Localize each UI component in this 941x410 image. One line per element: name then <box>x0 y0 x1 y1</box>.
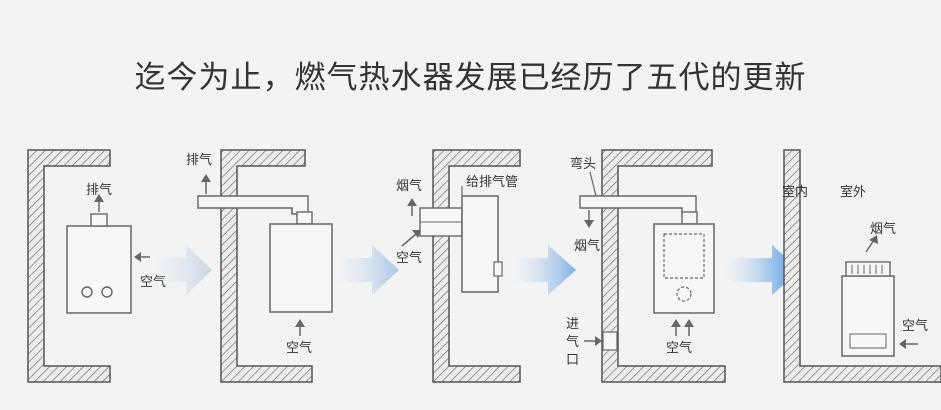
flue-pipe-4 <box>579 195 697 215</box>
progress-arrow-4 <box>725 245 800 295</box>
label-air-4: 空气 <box>666 340 692 356</box>
air-arrowhead-2 <box>295 319 305 327</box>
progress-arrow-2 <box>336 245 399 295</box>
water-heater-3 <box>461 195 499 293</box>
heater-window-4 <box>663 233 705 279</box>
water-heater-1 <box>66 225 132 314</box>
water-heater-2 <box>269 223 333 313</box>
label-exhaust-1: 排气 <box>86 182 112 198</box>
wall-3 <box>432 149 521 383</box>
exhaust-collar-1 <box>90 213 108 227</box>
label-smoke-5: 烟气 <box>870 221 896 237</box>
label-air-5: 空气 <box>902 318 928 334</box>
air-arrow-3 <box>401 233 417 247</box>
outdoor-unit-panel-5 <box>849 333 887 349</box>
progress-arrow-1 <box>150 245 212 295</box>
label-inlet-char-3: 口 <box>566 353 579 368</box>
label-pipe-3: 给排气管 <box>466 174 518 190</box>
label-outdoor-5: 室外 <box>840 184 866 200</box>
generation-1: 排气 空气 <box>27 149 166 383</box>
label-inlet-char-1: 进 <box>566 317 579 332</box>
label-air-3: 空气 <box>396 250 422 266</box>
air-arrowhead-4a <box>671 319 681 327</box>
outdoor-unit-5 <box>841 275 895 357</box>
heater-base-3 <box>493 261 503 277</box>
wall-4 <box>601 149 726 383</box>
smoke-arrowhead-5 <box>869 235 878 244</box>
exhaust-arrowhead-1 <box>94 194 104 202</box>
label-elbow-4: 弯头 <box>570 156 596 172</box>
knob-right <box>101 286 113 298</box>
air-arrowhead-1 <box>134 252 141 262</box>
wall-2 <box>220 149 313 383</box>
generation-4: 弯头 烟气 进 气 口 空气 <box>566 149 726 383</box>
label-indoor-5: 室内 <box>782 184 808 200</box>
air-arrowhead-4b <box>684 319 694 327</box>
heater-dial-4 <box>676 286 692 302</box>
exhaust-collar-4 <box>681 211 698 225</box>
label-exhaust-2: 排气 <box>186 152 212 168</box>
label-inlet-char-2: 气 <box>566 334 579 350</box>
generation-2: 排气 空气 <box>186 149 333 383</box>
smoke-arrow-5 <box>865 239 875 253</box>
knob-left <box>81 286 93 298</box>
progress-arrow-3 <box>514 245 576 295</box>
label-smoke-4: 烟气 <box>574 238 600 254</box>
inlet-arrowhead-4 <box>595 336 602 346</box>
wall-5 <box>783 149 941 383</box>
air-inlet-grille-4 <box>602 331 618 351</box>
generation-3: 给排气管 烟气 空气 <box>396 149 521 383</box>
wall-1 <box>27 149 111 383</box>
label-air-2: 空气 <box>286 340 312 356</box>
label-smoke-3: 烟气 <box>396 178 422 194</box>
air-arrowhead-3 <box>412 230 421 238</box>
smoke-arrowhead-4 <box>584 220 594 228</box>
exhaust-arrowhead-2 <box>201 174 211 182</box>
outdoor-unit-top-5 <box>845 261 891 277</box>
smoke-arrowhead-3 <box>407 198 417 206</box>
elbow-leader-4 <box>589 171 597 197</box>
air-arrowhead-5 <box>899 339 906 349</box>
page-title: 迄今为止，燃气热水器发展已经历了五代的更新 <box>134 60 807 96</box>
water-heater-4 <box>653 223 715 314</box>
generation-5: 室内 室外 烟气 空气 <box>782 149 941 383</box>
exhaust-collar-2 <box>296 211 313 225</box>
